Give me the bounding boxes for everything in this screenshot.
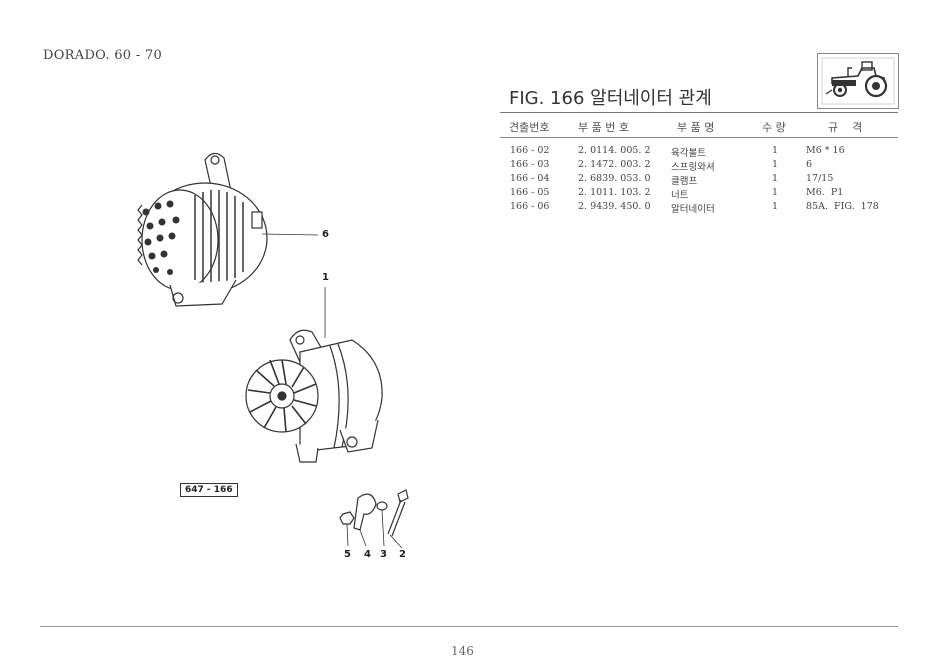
leader-line-6 [261, 233, 319, 236]
callout-3: 3 [380, 549, 387, 560]
col-header-part-name: 부 품 명 [677, 121, 715, 134]
callout-1: 1 [322, 272, 329, 283]
table-cell: 1 [772, 201, 779, 212]
table-cell: 2. 0114. 005. 2 [578, 145, 651, 156]
table-cell: 1 [772, 145, 779, 156]
col-header-ref: 견출번호 [509, 121, 550, 134]
table-cell: M6 * 16 [806, 145, 845, 156]
table-cell: 166 - 02 [510, 145, 550, 156]
table-cell: 2. 6839. 053. 0 [578, 173, 651, 184]
table-cell: 너트 [671, 190, 689, 201]
figure-title: FIG. 166 알터네이터 관계 [509, 88, 712, 109]
table-cell: 17/15 [806, 173, 834, 184]
table-cell: M6. P1 [806, 187, 844, 198]
table-cell: 166 - 03 [510, 159, 550, 170]
table-cell: 2. 1472. 003. 2 [578, 159, 651, 170]
table-cell: 1 [772, 173, 779, 184]
callout-5: 5 [344, 549, 351, 560]
callout-4: 4 [364, 549, 371, 560]
parts-diagram [110, 140, 430, 574]
footer-rule [40, 626, 898, 627]
table-cell: 166 - 06 [510, 201, 550, 212]
model-header: DORADO. 60 - 70 [43, 48, 163, 63]
hardware-parts [339, 489, 409, 549]
table-cell: 클램프 [671, 176, 698, 187]
table-cell: 1 [772, 187, 779, 198]
table-cell: 166 - 04 [510, 173, 550, 184]
page-number: 146 [451, 644, 474, 658]
table-cell: 2. 1011. 103. 2 [578, 187, 651, 198]
figure-reference: 647 - 166 [180, 483, 238, 497]
col-header-part-number: 부 품 번 호 [578, 121, 629, 134]
tractor-icon [817, 53, 899, 109]
col-header-spec: 규 격 [828, 121, 863, 134]
table-cell: 85A. FIG. 178 [806, 201, 879, 212]
table-cell: 1 [772, 159, 779, 170]
table-cell: 육각볼트 [671, 148, 706, 159]
title-rule [500, 112, 898, 113]
table-cell: 6 [806, 159, 813, 170]
callout-2: 2 [399, 549, 406, 560]
table-cell: 알터네이터 [671, 204, 715, 215]
table-cell: 스프링와셔 [671, 162, 715, 173]
alternator-rear-view [137, 152, 268, 307]
table-cell: 2. 9439. 450. 0 [578, 201, 651, 212]
col-header-qty: 수 량 [762, 121, 786, 134]
alternator-front-view [245, 329, 383, 463]
table-cell: 166 - 05 [510, 187, 550, 198]
callout-6: 6 [322, 229, 329, 240]
header-rule [500, 137, 898, 138]
